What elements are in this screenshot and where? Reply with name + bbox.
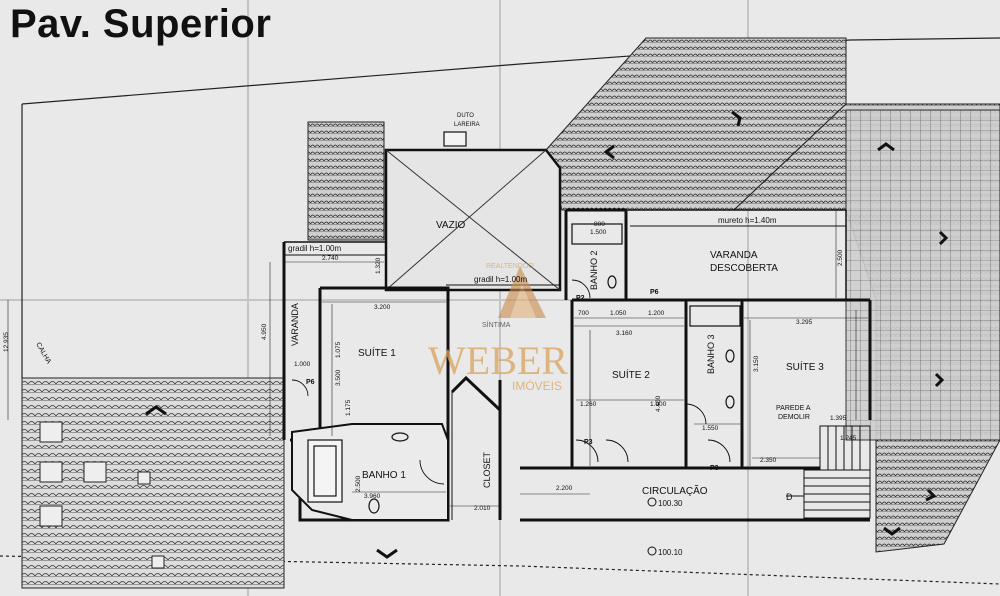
roof-lower-left [21, 377, 285, 589]
label-vazio: VAZIO [436, 220, 465, 231]
label-varanda-desc-2: DESCOBERTA [710, 263, 778, 274]
dim-800: 800 [594, 221, 605, 228]
dim-2740: 2.740 [322, 255, 339, 262]
watermark-logo [498, 266, 546, 318]
note-d-mark: D [786, 492, 793, 502]
door-p3b: P3 [710, 465, 719, 472]
door-swings [291, 279, 731, 485]
watermark-sub: IMÓVEIS [512, 378, 562, 393]
dim-3150: 3.150 [753, 355, 760, 372]
dim-1320: 1.320 [375, 257, 382, 274]
label-varanda-desc-1: VARANDA [710, 250, 758, 261]
door-p6b: P6 [650, 289, 659, 296]
door-p3a: P3 [584, 439, 593, 446]
dim-1075: 1.075 [335, 341, 342, 358]
dim-2500b: 2.500 [837, 249, 844, 266]
level-markers [647, 497, 657, 556]
dim-1175: 1.175 [345, 399, 352, 416]
dim-3960: 3.960 [364, 493, 381, 500]
note-parede-2: DEMOLIR [778, 414, 810, 421]
label-suite1: SUÍTE 1 [358, 346, 396, 359]
stairs [786, 425, 871, 519]
label-banho1: BANHO 1 [362, 470, 406, 481]
label-circulacao: CIRCULAÇÃO [642, 484, 708, 497]
note-level-circ: 100.30 [658, 499, 683, 508]
duto-lareira [443, 131, 467, 147]
note-duto-1: DUTO [457, 113, 474, 119]
label-suite2: SUÍTE 2 [612, 368, 650, 381]
label-varanda-left: VARANDA [290, 303, 300, 346]
dim-2500: 2.500 [355, 475, 362, 492]
note-duto-2: LAREIRA [454, 122, 480, 128]
closet-walls [450, 375, 502, 520]
note-gradil-center: gradil h=1.00m [474, 275, 527, 284]
label-closet: CLOSET [482, 451, 492, 488]
note-level-ext: 100.10 [658, 548, 683, 557]
dim-2350: 2.350 [760, 457, 777, 464]
dim-4400: 4.400 [655, 395, 662, 412]
dim-3200: 3.200 [374, 304, 391, 311]
watermark-brand: WEBER [428, 338, 568, 383]
label-calha: CALHA [34, 342, 52, 366]
sheet-title: Pav. Superior [10, 2, 272, 46]
note-mureto: mureto h=1.40m [718, 216, 777, 225]
dim-1050: 1.050 [610, 310, 627, 317]
dim-3500: 3.500 [335, 369, 342, 386]
door-p6a: P6 [306, 379, 315, 386]
dim-3295: 3.295 [796, 319, 813, 326]
label-suite3: SUÍTE 3 [786, 360, 824, 373]
dim-12935: 12.935 [3, 332, 10, 352]
watermark-top: REALTENDOO [486, 263, 534, 270]
dim-1395: 1.395 [830, 415, 847, 422]
label-banho2: BANHO 2 [589, 250, 599, 290]
dim-1200: 1.200 [648, 310, 665, 317]
slope-arrows [145, 110, 949, 559]
dim-3160: 3.160 [616, 330, 633, 337]
banho-fixtures [571, 223, 741, 409]
dim-1260: 1.260 [580, 401, 597, 408]
railings [284, 225, 846, 286]
dim-2200: 2.200 [556, 485, 573, 492]
banho1-fixtures [291, 423, 449, 521]
roof-upper-left [307, 121, 385, 241]
note-gradil-left: gradil h=1.00m [288, 244, 341, 253]
dim-1000: 1.000 [294, 361, 311, 368]
door-p2: P2 [576, 295, 585, 302]
dim-1900: 1.900 [650, 401, 667, 408]
note-parede-1: PAREDE A [776, 405, 811, 412]
skylights [39, 421, 165, 569]
watermark-text: REALTENDOO SÍNTIMA WEBER IMÓVEIS [428, 263, 568, 393]
roof-right-grid [845, 109, 1000, 441]
dim-1500: 1.500 [590, 229, 607, 236]
dim-4950: 4.950 [261, 323, 268, 340]
dimension-lines [7, 210, 868, 507]
dim-700: 700 [578, 310, 589, 317]
watermark-tag: SÍNTIMA [482, 320, 511, 329]
label-banho3: BANHO 3 [706, 334, 716, 374]
vazio-void [384, 148, 562, 292]
dim-2010: 2.010 [474, 505, 491, 512]
dim-1245: 1.245 [840, 435, 857, 442]
dim-1550: 1.550 [702, 425, 719, 432]
